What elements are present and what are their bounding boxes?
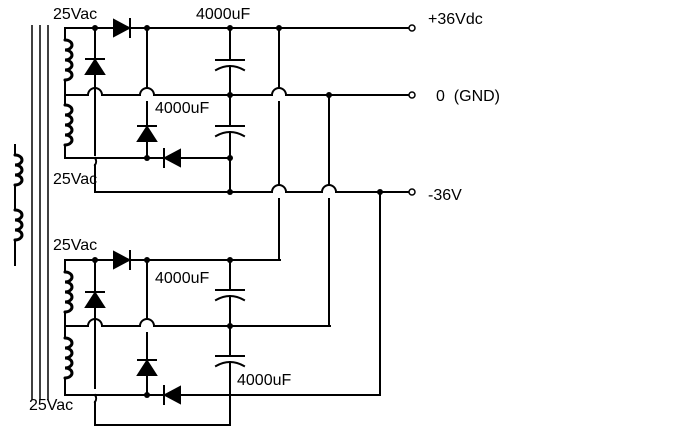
capacitors [214,59,246,368]
transformer-core [31,25,49,400]
label-cap-4: 4000uF [237,372,291,389]
diode-lower-left [84,291,106,308]
label-terminal-positive: +36Vdc [428,11,483,28]
diode-upper-left [84,58,106,75]
lower-rectifier [64,259,381,426]
diode-upper-mid [136,125,158,142]
label-terminal-ground: 0 (GND) [436,88,500,105]
diode-lower-top [113,250,132,270]
label-secondary-1-top: 25Vac [53,6,97,23]
capacitor-upper-1 [214,59,246,72]
diode-lower-bottom [162,385,181,405]
label-secondary-2-bottom: 25Vac [29,397,73,414]
diodes [84,18,181,405]
capacitor-lower-2 [214,355,246,368]
transformer-secondary-lower [63,259,96,396]
label-cap-1: 4000uF [196,6,250,23]
label-cap-3: 4000uF [155,270,209,287]
label-secondary-2-top: 25Vac [53,237,97,254]
diode-upper-top [113,18,132,38]
output-terminals [408,24,416,196]
transformer-secondary-upper [63,27,96,159]
transformer-primary [13,144,24,266]
upper-rectifier [64,27,411,194]
interconnect-buses [278,27,381,396]
capacitor-upper-2 [214,125,246,138]
capacitor-lower-1 [214,289,246,302]
label-secondary-1-bottom: 25Vac [53,171,97,188]
diode-upper-bottom [162,148,181,168]
diode-lower-mid [136,359,158,376]
junction-dots [92,25,383,398]
label-terminal-negative: -36V [428,187,462,204]
label-cap-2: 4000uF [155,100,209,117]
terminal-negative [408,188,416,196]
terminal-ground [408,91,416,99]
terminal-positive [408,24,416,32]
